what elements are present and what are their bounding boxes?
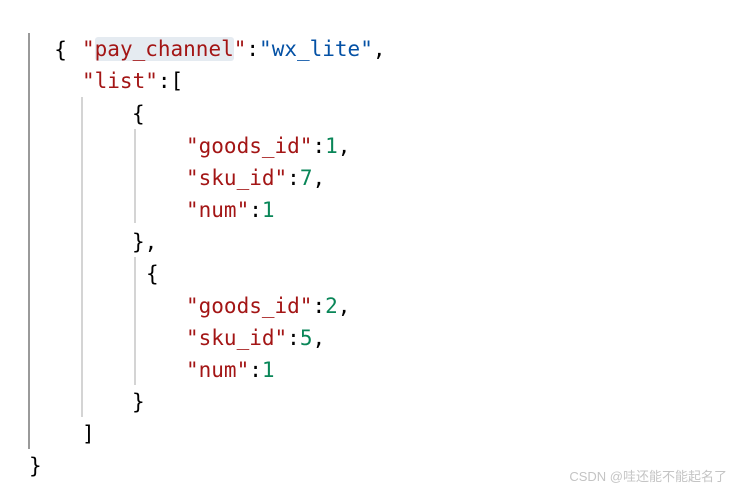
sku-id-key: "sku_id" — [186, 166, 288, 190]
sku-id-key: "sku_id" — [186, 326, 288, 350]
pay-channel-key: pay_channel — [94, 37, 234, 61]
num-value: 1 — [261, 358, 275, 382]
goods-id-value: 1 — [325, 134, 338, 158]
item-2-close: } — [132, 386, 145, 418]
comma: , — [312, 166, 326, 190]
goods-id-value: 2 — [325, 294, 338, 318]
pay-channel-value: "wx_lite" — [259, 37, 373, 61]
item-2-goods-id: "goods_id":2, — [186, 290, 350, 322]
sku-id-value: 5 — [299, 326, 313, 350]
item-1-sku-id: "sku_id":7, — [186, 162, 325, 194]
item-2-num: "num":1 — [186, 354, 275, 386]
colon: : — [157, 69, 171, 93]
brace-open: { — [146, 262, 159, 286]
quote: " — [233, 37, 247, 61]
item-1-num: "num":1 — [186, 194, 275, 226]
comma: , — [372, 37, 386, 61]
goods-id-key: "goods_id" — [186, 294, 313, 318]
indent-guide-level-1 — [28, 33, 30, 449]
brace-open: { — [132, 102, 145, 126]
code-line-list-close: ] — [82, 418, 95, 450]
code-line-pay-channel: "pay_channel":"wx_lite", — [82, 33, 386, 65]
list-key: "list" — [82, 69, 158, 93]
colon: : — [287, 166, 300, 190]
item-2-sku-id: "sku_id":5, — [186, 322, 325, 354]
quote: " — [82, 37, 95, 61]
indent-guide-level-2 — [81, 97, 83, 417]
colon: : — [312, 134, 326, 158]
item-1-close: }, — [132, 226, 157, 258]
sku-id-value: 7 — [299, 166, 313, 190]
brace-close: }, — [132, 230, 158, 254]
watermark: CSDN @哇还能不能起名了 — [569, 469, 727, 484]
colon: : — [312, 294, 326, 318]
bracket-open: [ — [170, 69, 184, 93]
num-value: 1 — [261, 198, 275, 222]
indent-guide-level-3-item-1 — [134, 129, 136, 223]
indent-guide-level-3-item-2 — [134, 257, 136, 385]
num-key: "num" — [186, 198, 250, 222]
bracket-close: ] — [82, 422, 95, 446]
item-1-goods-id: "goods_id":1, — [186, 130, 350, 162]
code-line-list: "list":[ — [82, 65, 183, 97]
code-line-root-close: } — [29, 450, 42, 482]
num-key: "num" — [186, 358, 250, 382]
comma: , — [312, 326, 326, 350]
colon: : — [249, 198, 262, 222]
item-2-open: { — [146, 258, 159, 290]
brace-close: } — [29, 454, 42, 478]
colon: : — [249, 358, 262, 382]
comma: , — [337, 294, 351, 318]
code-line-root-open: { — [29, 2, 67, 62]
colon: : — [287, 326, 300, 350]
brace-open: { — [54, 38, 67, 62]
goods-id-key: "goods_id" — [186, 134, 313, 158]
comma: , — [337, 134, 351, 158]
colon: : — [246, 37, 260, 61]
brace-close: } — [132, 390, 145, 414]
item-1-open: { — [132, 98, 145, 130]
